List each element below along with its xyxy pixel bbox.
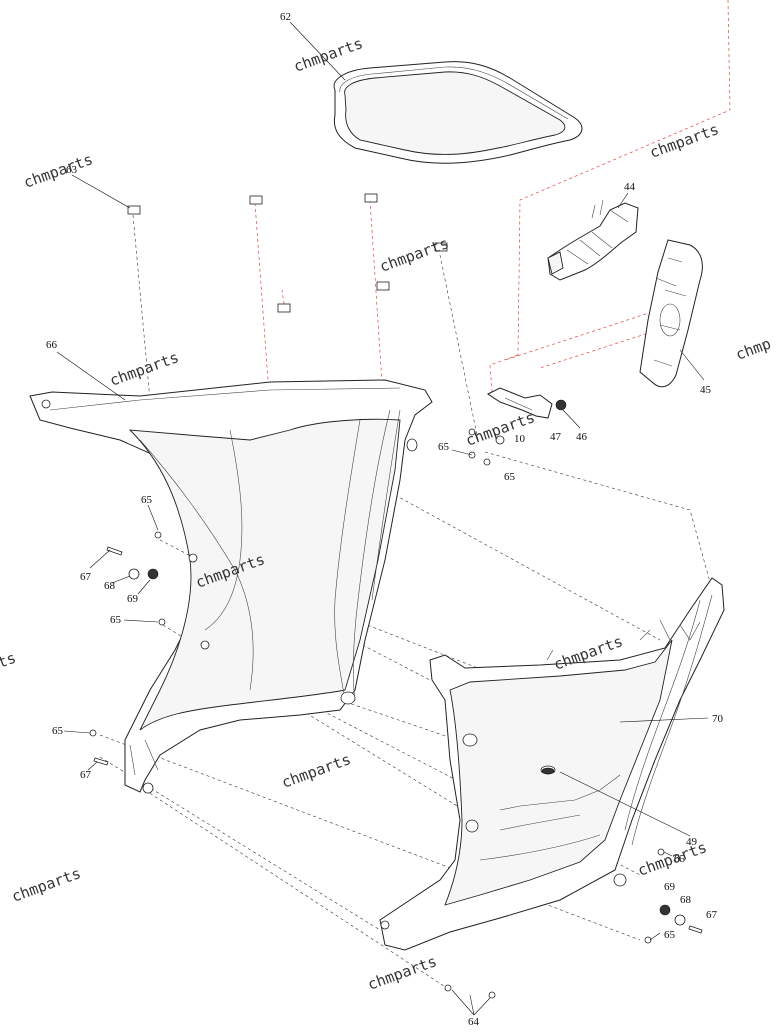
- label-70: 70: [712, 713, 724, 725]
- label-69-a: 69: [127, 593, 139, 605]
- label-49: 49: [686, 836, 698, 848]
- watermark: chmparts: [279, 750, 353, 792]
- leader-lines: [56, 21, 709, 1016]
- part-70-right-body-panel: [379, 577, 725, 951]
- label-67-c: 67: [706, 909, 718, 921]
- part-66-left-body-panel: [29, 379, 433, 794]
- label-45: 45: [700, 384, 712, 396]
- red-alignment-lines: [254, 0, 731, 393]
- label-68-b: 68: [680, 894, 692, 906]
- label-10: 10: [514, 433, 526, 445]
- label-62: 62: [280, 11, 291, 23]
- label-65-f: 65: [674, 853, 686, 865]
- part-47-bracket: [468, 387, 567, 445]
- watermark: chmparts: [9, 864, 83, 906]
- watermark: chmparts: [377, 234, 451, 276]
- watermark: chmparts: [291, 34, 365, 76]
- watermark: chmparts: [21, 150, 95, 192]
- label-65-c: 65: [141, 494, 153, 506]
- label-63: 63: [66, 164, 78, 176]
- part-63-clips: [127, 193, 448, 313]
- label-65-d: 65: [110, 614, 122, 626]
- label-65-g: 65: [664, 929, 676, 941]
- part-number-labels: 62 63 44 45 46 47 10 66 65 65 65 67 68 6…: [46, 11, 724, 1028]
- part-62-seal-gasket: [333, 61, 583, 164]
- watermark: chmparts: [647, 120, 721, 162]
- label-67-a: 67: [80, 571, 92, 583]
- watermark: chmparts: [635, 838, 709, 880]
- label-65-a: 65: [438, 441, 450, 453]
- label-66: 66: [46, 339, 58, 351]
- label-47: 47: [550, 431, 562, 443]
- label-64: 64: [468, 1016, 480, 1028]
- watermark-partial: chmp: [733, 334, 773, 363]
- label-67-b: 67: [80, 769, 92, 781]
- label-44: 44: [624, 181, 636, 193]
- watermark-edge: ts: [0, 649, 18, 672]
- label-65-b: 65: [504, 471, 516, 483]
- watermark: chmparts: [107, 348, 181, 390]
- label-46: 46: [576, 431, 588, 443]
- part-45-inner-cover: [639, 239, 703, 388]
- label-69-b: 69: [664, 881, 676, 893]
- part-44-air-duct: [547, 199, 639, 281]
- label-65-e: 65: [52, 725, 64, 737]
- label-68-a: 68: [104, 580, 116, 592]
